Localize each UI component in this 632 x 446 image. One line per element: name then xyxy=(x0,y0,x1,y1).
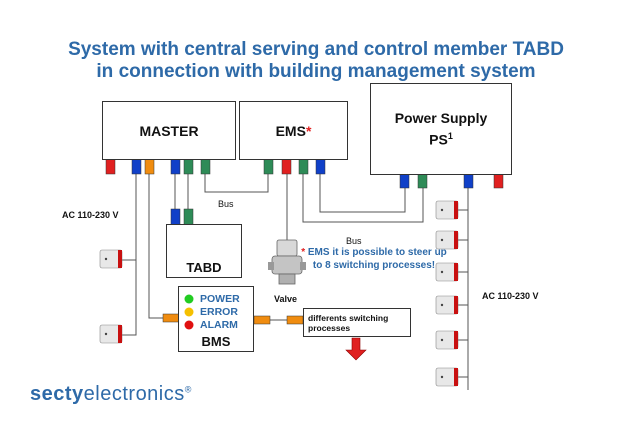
ems-connector-blue xyxy=(315,157,326,175)
switching-label: differents switching processes xyxy=(308,312,389,333)
tabd-connector-green xyxy=(183,208,194,226)
ps-label-line1: Power Supply xyxy=(394,110,488,127)
master-box: MASTER xyxy=(102,101,236,160)
master-connector-blue-1 xyxy=(131,157,142,175)
ems-note: * EMS it is possible to steer up to 8 sw… xyxy=(300,246,448,272)
master-connector-orange xyxy=(144,157,155,175)
tabd-label: TABD xyxy=(186,260,222,275)
wire-master-sensor-1 xyxy=(120,172,137,261)
ac-left-label: AC 110-230 V xyxy=(62,210,119,220)
wire-bus-ems-ps-2 xyxy=(319,172,406,213)
tabd-connector-blue xyxy=(170,208,181,226)
ems-connector-red xyxy=(281,157,292,175)
note-star: * xyxy=(301,247,306,258)
master-label: MASTER xyxy=(139,122,199,139)
ps-label-line2: PS xyxy=(429,131,448,148)
logo-registered-mark: ® xyxy=(184,384,192,395)
company-logo: sectyelectronics® xyxy=(30,383,192,406)
bus-label-1: Bus xyxy=(218,199,234,209)
master-connector-green-2 xyxy=(200,157,211,175)
ems-box: EMS* xyxy=(239,101,348,160)
ac-right-label: AC 110-230 V xyxy=(482,291,539,301)
wire-bus-master-ems xyxy=(204,172,269,193)
logo-part-1: secty xyxy=(30,383,84,405)
bms-status-power: POWER xyxy=(200,293,240,305)
wire-bus-ems-ps xyxy=(302,172,424,223)
bms-status-error: ERROR xyxy=(200,306,238,318)
tabd-box: TABD xyxy=(166,224,242,278)
ems-connector-green-2 xyxy=(298,157,309,175)
valve-label: Valve xyxy=(274,294,298,304)
title-line-1: System with central serving and control … xyxy=(68,39,564,60)
valve-icon xyxy=(268,239,306,285)
switching-connector-orange xyxy=(286,315,304,325)
wire-master-sensor-2 xyxy=(120,260,137,336)
bms-label: BMS xyxy=(201,334,231,349)
power-supply-box: Power Supply PS1 xyxy=(370,83,512,175)
bms-connector-orange-in xyxy=(162,313,180,323)
ps-superscript: 1 xyxy=(447,131,453,142)
output-arrow-icon xyxy=(345,337,367,361)
wire-master-bms xyxy=(148,172,163,319)
master-connector-blue-2 xyxy=(170,157,181,175)
bms-connector-orange-out xyxy=(253,315,271,325)
bms-status-alarm: ALARM xyxy=(200,319,238,331)
ems-connector-green-1 xyxy=(263,157,274,175)
ems-label: EMS xyxy=(275,122,306,139)
title-line-2: in connection with building management s… xyxy=(96,61,536,82)
note-text: EMS it is possible to steer up to 8 swit… xyxy=(307,247,447,271)
switching-box: differents switching processes xyxy=(303,308,411,337)
master-connector-green-1 xyxy=(183,157,194,175)
ems-star: * xyxy=(305,122,312,139)
logo-part-2: electronics xyxy=(83,383,185,405)
master-connector-red xyxy=(105,157,116,175)
bus-label-2: Bus xyxy=(346,236,362,246)
